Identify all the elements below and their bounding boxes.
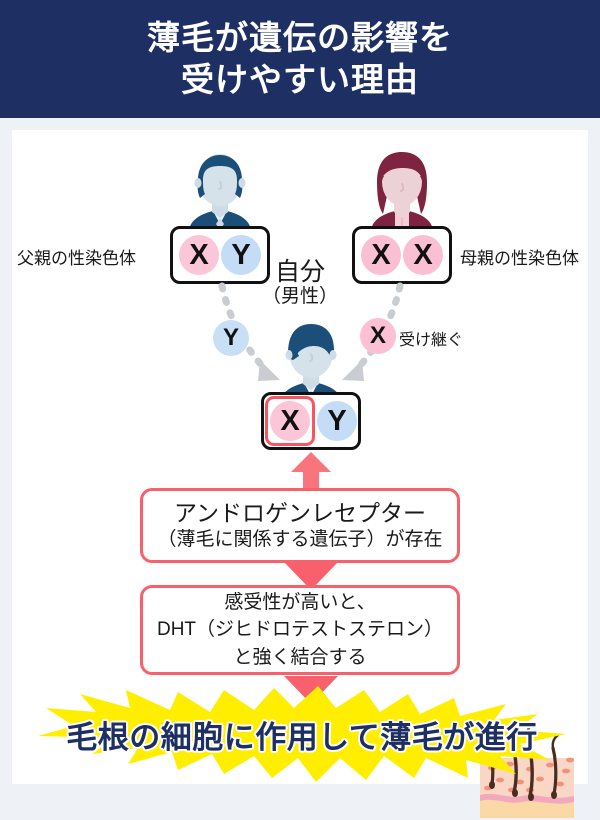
conclusion-banner: 毛根の細胞に作用して薄毛が進行 [22, 686, 582, 782]
starburst-shape [38, 686, 566, 782]
inheritance-arrow-from-mother [342, 282, 404, 381]
self-label-subtitle: （男性） [261, 286, 338, 307]
conclusion-text: 毛根の細胞に作用して薄毛が進行 [66, 719, 538, 755]
self-label: 自分 （男性） [250, 258, 350, 307]
self-chromosome-box: X Y [261, 392, 361, 450]
androgen-receptor-box: アンドロゲンレセプター （薄毛に関係する遺伝子）が存在 [140, 488, 460, 563]
father-chromosome-x: X [179, 235, 219, 275]
father-label: 父親の性染色体 [17, 249, 136, 268]
inherit-note: 受け継ぐ [399, 332, 464, 349]
page-header: 薄毛が遺伝の影響を 受けやすい理由 [0, 0, 600, 118]
dht-binding-line-1: 感受性が高いと、 [224, 591, 376, 613]
red-arrow-down-2 [284, 676, 338, 704]
inheritance-arrow-from-father [218, 282, 280, 381]
self-chromosome-y: Y [317, 401, 357, 441]
dht-binding-line-3: と強く結合する [233, 646, 367, 668]
mother-chromosome-x-2: X [403, 235, 443, 275]
page-title-line-2: 受けやすい理由 [181, 61, 419, 98]
father-chromosome-box: X Y [170, 226, 270, 284]
mother-chromosome-x-1: X [361, 235, 401, 275]
inherited-x-chip: X [360, 318, 396, 354]
father-chromosome-y: Y [221, 235, 261, 275]
inherited-y-chip: Y [213, 320, 249, 356]
androgen-receptor-line-2: （薄毛に関係する遺伝子）が存在 [157, 528, 443, 550]
dht-binding-box: 感受性が高いと、 DHT（ジヒドロテストステロン） と強く結合する [140, 585, 460, 675]
content-card: X Y 父親の性染色体 X X 母親の性染色体 [12, 130, 588, 818]
mother-label: 母親の性染色体 [460, 249, 579, 268]
self-chromosome-x-highlight: X [265, 396, 315, 446]
self-label-title: 自分 [274, 258, 325, 286]
self-chromosome-x: X [270, 401, 310, 441]
page-title-line-1: 薄毛が遺伝の影響を [147, 18, 453, 56]
androgen-receptor-line-1: アンドロゲンレセプター [173, 499, 427, 526]
mother-chromosome-box: X X [352, 226, 452, 284]
red-arrow-down-1 [284, 562, 338, 590]
dht-binding-line-2: DHT（ジヒドロテストステロン） [156, 619, 444, 641]
red-arrow-up-to-chromosome [291, 452, 331, 490]
